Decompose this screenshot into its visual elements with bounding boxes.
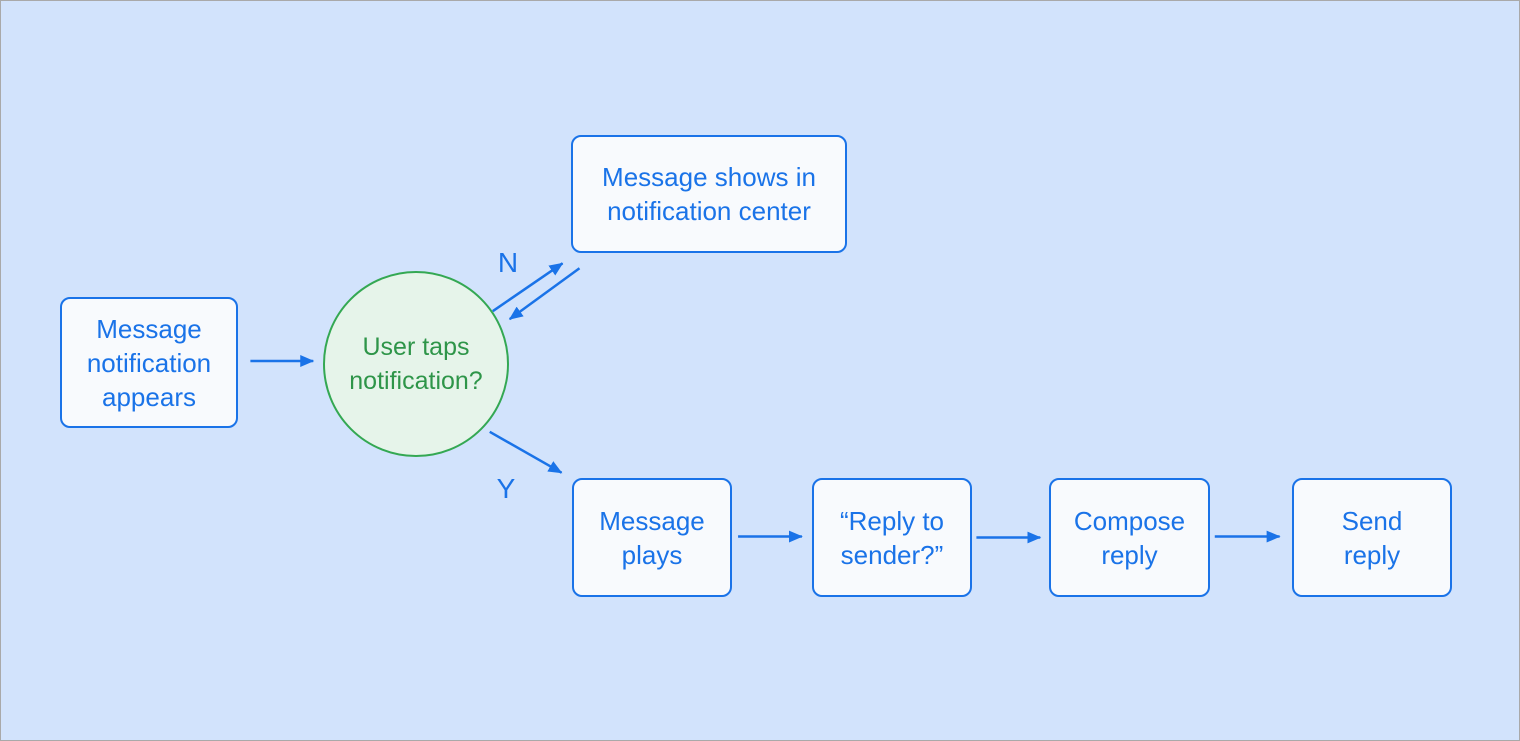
node-send-reply: Send reply <box>1292 478 1452 597</box>
node-compose-reply: Compose reply <box>1049 478 1210 597</box>
edge-label-y: Y <box>496 473 516 504</box>
edge-label-n: N <box>497 247 519 278</box>
node-message-plays: Message plays <box>572 478 732 597</box>
node-message-notification-appears: Message notification appears <box>60 297 238 428</box>
edge-decision-to-yes1 <box>489 430 563 474</box>
node-label: “Reply to sender?” <box>839 505 945 570</box>
node-label: Message plays <box>599 505 705 570</box>
node-decision-user-taps-notification: User taps notification? <box>323 271 509 457</box>
node-message-shows-in-notification-center: Message shows in notification center <box>571 135 847 253</box>
node-label: Compose reply <box>1073 505 1186 570</box>
edge-no-branch-to-decision <box>508 267 581 321</box>
node-reply-to-sender: “Reply to sender?” <box>812 478 972 597</box>
node-label: User taps notification? <box>349 333 483 395</box>
node-label: Message notification appears <box>86 313 212 412</box>
node-label: Message shows in notification center <box>602 162 816 226</box>
node-label: Send reply <box>1341 505 1403 570</box>
edge-decision-to-no-branch <box>492 262 564 313</box>
